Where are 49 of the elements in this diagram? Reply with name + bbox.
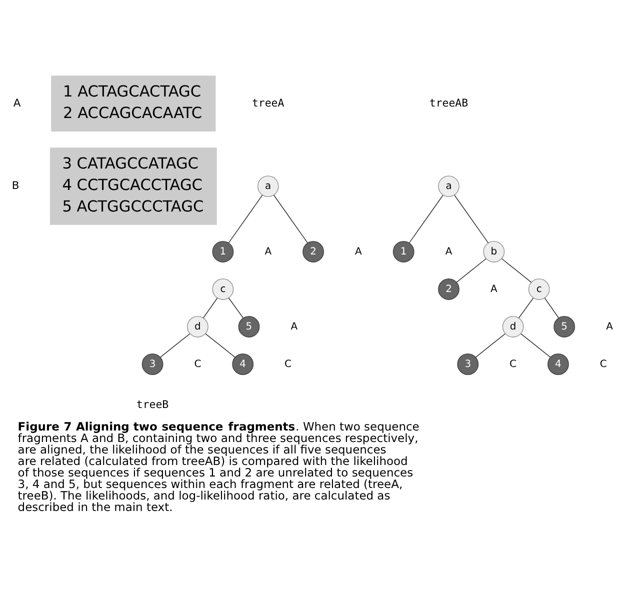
node-circle: 5	[238, 316, 260, 338]
connector	[228, 298, 244, 318]
node-label: A	[13, 96, 21, 110]
node-circle: 4	[547, 354, 569, 375]
connector	[205, 333, 236, 358]
connector	[456, 258, 486, 283]
node-circle: 4	[232, 354, 254, 375]
node-label: C	[194, 358, 202, 370]
node-circle: d	[186, 316, 208, 338]
node-label: C	[284, 358, 292, 370]
node-box: 1 ACTAGCACTAGC 2 ACCAGCACAATC	[51, 76, 216, 132]
connector	[518, 298, 534, 318]
node-circle: 3	[457, 354, 479, 375]
label: treeA	[252, 96, 284, 110]
connector	[520, 333, 551, 358]
node-label: A	[445, 246, 452, 258]
connector	[475, 333, 506, 358]
connector	[273, 194, 308, 244]
caption: Figure 7 Aligning two sequence fragments. When two sequence fragments A and B, containing two and three sequences respectively, are aligned, the likelihood of the sequences if all five sequences are related (calculated from treeAB) is compared with the likelihood of those sequences if sequences 1 and 2 are unrelated to sequences 3, 4 and 5, but sequences within each fragment are related (treeA, treeB). The likelihoods, and log-likelihood ratio, are calculated as described in the main text.	[18, 419, 420, 514]
node-circle: 2	[302, 241, 324, 262]
label: treeB	[136, 398, 169, 412]
node-label: A	[355, 246, 362, 258]
node-circle: b	[483, 241, 505, 262]
connector	[544, 298, 560, 318]
node-circle: 1	[212, 241, 234, 262]
node-label: B	[12, 179, 20, 192]
node-label: A	[290, 321, 298, 332]
node-label: C	[600, 358, 607, 370]
label: treeAB	[429, 96, 468, 110]
node-label: A	[606, 321, 613, 332]
node-circle: 3	[142, 354, 164, 375]
node-circle: c	[528, 278, 550, 300]
node-label: A	[264, 246, 272, 258]
node-box: 3 CATAGCCATAGC 4 CCTGCACCTAGC 5 ACTGGCCCTAGC	[50, 148, 217, 225]
connector	[408, 194, 444, 244]
connector	[160, 333, 190, 358]
node-circle: 5	[554, 316, 576, 338]
node-circle: c	[212, 278, 234, 300]
node-circle: a	[257, 176, 279, 197]
connector	[228, 194, 263, 244]
connector	[454, 194, 489, 244]
node-circle: d	[502, 316, 524, 338]
node-circle: 1	[392, 241, 414, 262]
node-label: C	[510, 358, 517, 370]
node-circle: a	[438, 176, 460, 197]
node-circle: 2	[438, 278, 460, 300]
connector	[501, 258, 532, 283]
node-label: A	[490, 284, 498, 295]
connector	[202, 298, 218, 318]
